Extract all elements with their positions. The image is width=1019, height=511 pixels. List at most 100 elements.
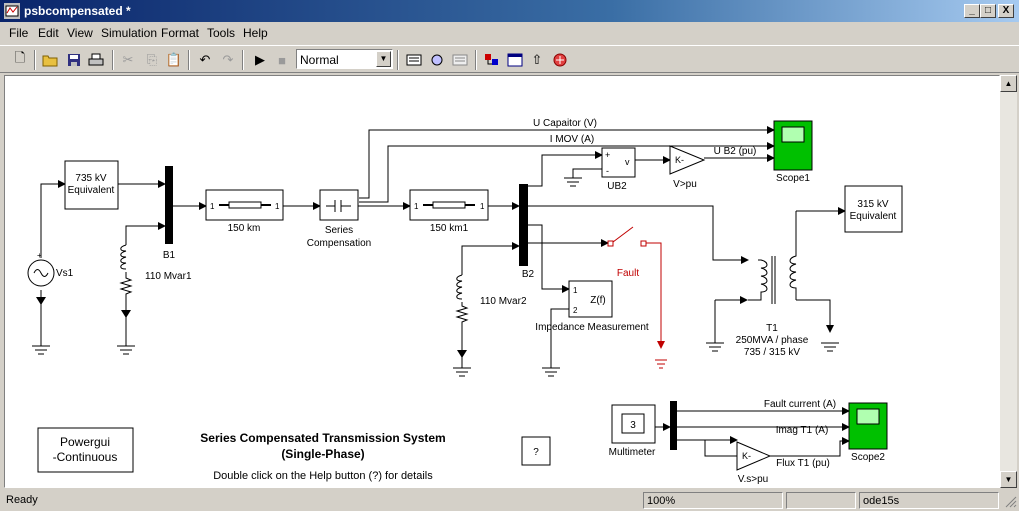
bus-b2[interactable] bbox=[519, 184, 528, 266]
status-bar: Ready 100% ode15s bbox=[0, 490, 1019, 511]
paste-icon[interactable]: 📋 bbox=[165, 52, 183, 67]
incremental-build-icon[interactable] bbox=[450, 50, 470, 70]
minimize-button[interactable]: _ bbox=[964, 4, 980, 18]
help-hint: Double click on the Help button (?) for … bbox=[213, 470, 433, 482]
resize-grip-icon[interactable] bbox=[1003, 494, 1017, 508]
line1-label: 150 km bbox=[228, 223, 261, 234]
menu-view[interactable]: View bbox=[67, 26, 93, 40]
signal-imag-label: Imag T1 (A) bbox=[776, 425, 829, 436]
line2-port-out: 1 bbox=[480, 202, 485, 211]
ac-source-icon[interactable]: + bbox=[27, 251, 55, 287]
bus-b1-label: B1 bbox=[163, 250, 176, 261]
diagram-subtitle: (Single-Phase) bbox=[281, 447, 364, 461]
voltage-measurement-ub2[interactable] bbox=[601, 147, 636, 178]
scroll-up-icon[interactable]: ▲ bbox=[1000, 75, 1017, 92]
menu-format[interactable]: Format bbox=[161, 26, 200, 40]
start-simulation-icon[interactable]: ▶ bbox=[255, 52, 265, 67]
maximize-button[interactable]: □ bbox=[980, 4, 996, 18]
undo-icon[interactable]: ↶ bbox=[199, 52, 211, 67]
status-empty bbox=[786, 492, 856, 509]
vspu-label: V.s>pu bbox=[738, 474, 769, 485]
demux-block[interactable] bbox=[670, 401, 677, 450]
library-browser-icon[interactable] bbox=[482, 50, 502, 70]
transformer-icon[interactable] bbox=[748, 248, 797, 304]
copy-icon[interactable]: ⎘ bbox=[146, 52, 158, 67]
vertical-scrollbar[interactable]: ▲ ▼ bbox=[1000, 75, 1017, 488]
menu-help[interactable]: Help bbox=[243, 26, 268, 40]
signal-fault-current-label: Fault current (A) bbox=[764, 399, 836, 410]
menu-tools[interactable]: Tools bbox=[207, 26, 236, 40]
update-diagram-icon[interactable] bbox=[427, 50, 447, 70]
bus-b1[interactable] bbox=[165, 166, 173, 244]
fault-label: Fault bbox=[617, 268, 639, 279]
build-icon[interactable] bbox=[404, 50, 424, 70]
bus-b2-label: B2 bbox=[522, 269, 535, 280]
toolbar-separator bbox=[34, 50, 36, 70]
toolbar-separator bbox=[397, 50, 399, 70]
series-comp-label1: Series bbox=[325, 225, 353, 236]
save-icon[interactable] bbox=[64, 50, 84, 70]
close-button[interactable]: X bbox=[998, 4, 1014, 18]
menu-simulation[interactable]: Simulation bbox=[101, 26, 158, 40]
print-icon[interactable] bbox=[86, 50, 106, 70]
line1-port-in: 1 bbox=[210, 202, 215, 211]
source-735kv-label1: 735 kV bbox=[75, 173, 106, 184]
menu-edit[interactable]: Edit bbox=[38, 26, 59, 40]
wires bbox=[40, 126, 850, 457]
ground-symbols bbox=[32, 177, 839, 377]
title-bar: psbcompensated * _ □ X bbox=[0, 0, 1019, 22]
help-button-label: ? bbox=[533, 447, 539, 458]
debug-icon[interactable] bbox=[550, 50, 570, 70]
open-folder-icon[interactable] bbox=[40, 50, 60, 70]
gain-vspu-text: K- bbox=[742, 451, 751, 461]
signal-flux-label: Flux T1 (pu) bbox=[776, 458, 830, 469]
redo-icon[interactable]: ↷ bbox=[222, 52, 234, 67]
help-button[interactable] bbox=[521, 436, 551, 466]
source-315kv-label1: 315 kV bbox=[857, 199, 888, 210]
go-to-parent-icon[interactable]: ⇧ bbox=[531, 52, 543, 67]
simulation-mode-value: Normal bbox=[300, 53, 339, 67]
model-canvas[interactable]: + Vs1 735 kV Equivalent B1 110 Mvar1 1 1… bbox=[4, 75, 1000, 488]
impedance-label: Impedance Measurement bbox=[535, 322, 649, 333]
scroll-down-icon[interactable]: ▼ bbox=[1000, 471, 1017, 488]
zf-port2: 2 bbox=[573, 306, 578, 315]
source-315kv-label2: Equivalent bbox=[850, 211, 897, 222]
signal-ub2-label: U B2 (pu) bbox=[714, 146, 757, 157]
series-compensation-block[interactable] bbox=[319, 189, 359, 221]
vs1-label: Vs1 bbox=[56, 268, 74, 279]
toolbar-separator bbox=[112, 50, 114, 70]
window-title: psbcompensated * bbox=[24, 4, 131, 18]
menu-bar: File Edit View Simulation Format Tools H… bbox=[0, 22, 1019, 44]
shunt-reactor-icon[interactable] bbox=[119, 244, 133, 300]
stop-simulation-icon[interactable]: ■ bbox=[278, 52, 286, 68]
shunt2-label: 110 Mvar2 bbox=[480, 296, 527, 307]
menu-file[interactable]: File bbox=[9, 26, 29, 40]
source-735kv-label2: Equivalent bbox=[68, 185, 115, 196]
powergui-block[interactable] bbox=[37, 427, 134, 473]
chevron-down-icon[interactable]: ▼ bbox=[376, 51, 391, 67]
powergui-label2: -Continuous bbox=[53, 450, 118, 464]
line2-port-in: 1 bbox=[414, 202, 419, 211]
shunt1-label: 110 Mvar1 bbox=[145, 271, 192, 282]
t1-label3: 735 / 315 kV bbox=[744, 347, 800, 358]
status-zoom: 100% bbox=[643, 492, 783, 509]
source-315kv-block[interactable] bbox=[844, 185, 903, 233]
series-comp-label2: Compensation bbox=[307, 238, 371, 249]
toolbar-separator bbox=[242, 50, 244, 70]
zf-text: Z(f) bbox=[590, 295, 606, 306]
shunt-reactor-icon[interactable] bbox=[455, 274, 469, 328]
cut-icon[interactable]: ✂ bbox=[122, 52, 134, 67]
new-file-icon[interactable]: 🗋 bbox=[14, 50, 26, 65]
gain-vpu-block[interactable] bbox=[669, 145, 706, 175]
source-735kv-block[interactable] bbox=[64, 160, 119, 210]
impedance-measurement-block[interactable] bbox=[568, 280, 613, 318]
signal-ucap-label: U Capaitor (V) bbox=[533, 118, 597, 129]
svg-text:+: + bbox=[37, 251, 42, 260]
fault-wiring bbox=[607, 226, 667, 369]
gain-vspu-block[interactable] bbox=[736, 441, 772, 471]
simulation-mode-dropdown[interactable]: Normal ▼ bbox=[296, 49, 393, 69]
model-explorer-icon[interactable] bbox=[505, 50, 525, 70]
vpu-label: V>pu bbox=[673, 179, 697, 190]
powergui-label1: Powergui bbox=[60, 435, 110, 449]
toolbar-separator bbox=[475, 50, 477, 70]
